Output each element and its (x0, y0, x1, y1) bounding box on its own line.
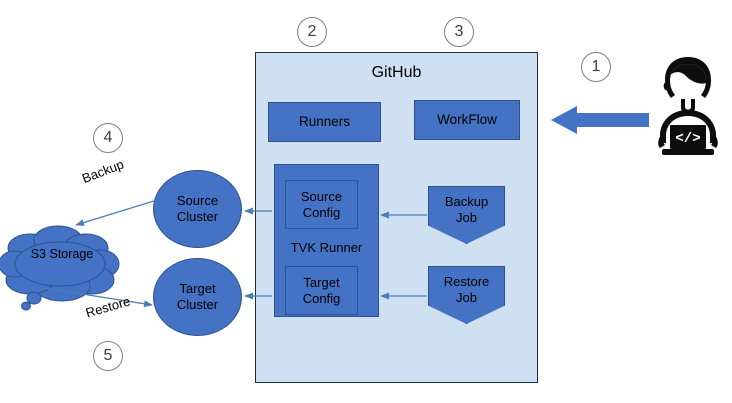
target-config-line2: Config (302, 290, 341, 306)
restore-job-label: Restore Job (428, 268, 505, 312)
restore-job-line1: Restore (443, 274, 490, 290)
step-circle-1: 1 (581, 52, 611, 82)
target-cluster-node[interactable]: Target Cluster (153, 258, 242, 336)
step-circle-5: 5 (93, 341, 123, 371)
backup-job-line1: Backup (444, 194, 489, 210)
target-cluster-line2: Cluster (176, 297, 219, 312)
code-glyph: </> (675, 131, 700, 147)
step-circle-3: 3 (444, 17, 474, 47)
source-cluster-line2: Cluster (176, 209, 219, 224)
big-left-arrow-icon (551, 104, 649, 136)
source-config-box[interactable]: Source Config (285, 180, 358, 229)
workflow-box[interactable]: WorkFlow (414, 100, 520, 140)
source-config-line1: Source (300, 188, 343, 204)
tvk-runner-label: TVK Runner (290, 240, 363, 256)
target-config-box[interactable]: Target Config (285, 266, 358, 315)
backup-link-label: Backup (80, 156, 126, 187)
runners-box[interactable]: Runners (268, 102, 381, 142)
target-cluster-line1: Target (179, 281, 216, 297)
backup-job-label: Backup Job (428, 188, 505, 232)
github-title: GitHub (371, 64, 422, 82)
s3-storage-label: S3 Storage (30, 247, 94, 262)
step-circle-2: 2 (297, 17, 327, 47)
step-circle-4: 4 (93, 123, 123, 153)
restore-job-line2: Job (456, 290, 477, 305)
source-cluster-line1: Source (176, 193, 219, 209)
source-cluster-node[interactable]: Source Cluster (153, 170, 242, 248)
developer-with-laptop-icon: </> (648, 55, 728, 159)
backup-job-line2: Job (456, 210, 477, 225)
target-config-line1: Target (303, 274, 340, 290)
source-config-line2: Config (302, 204, 341, 220)
